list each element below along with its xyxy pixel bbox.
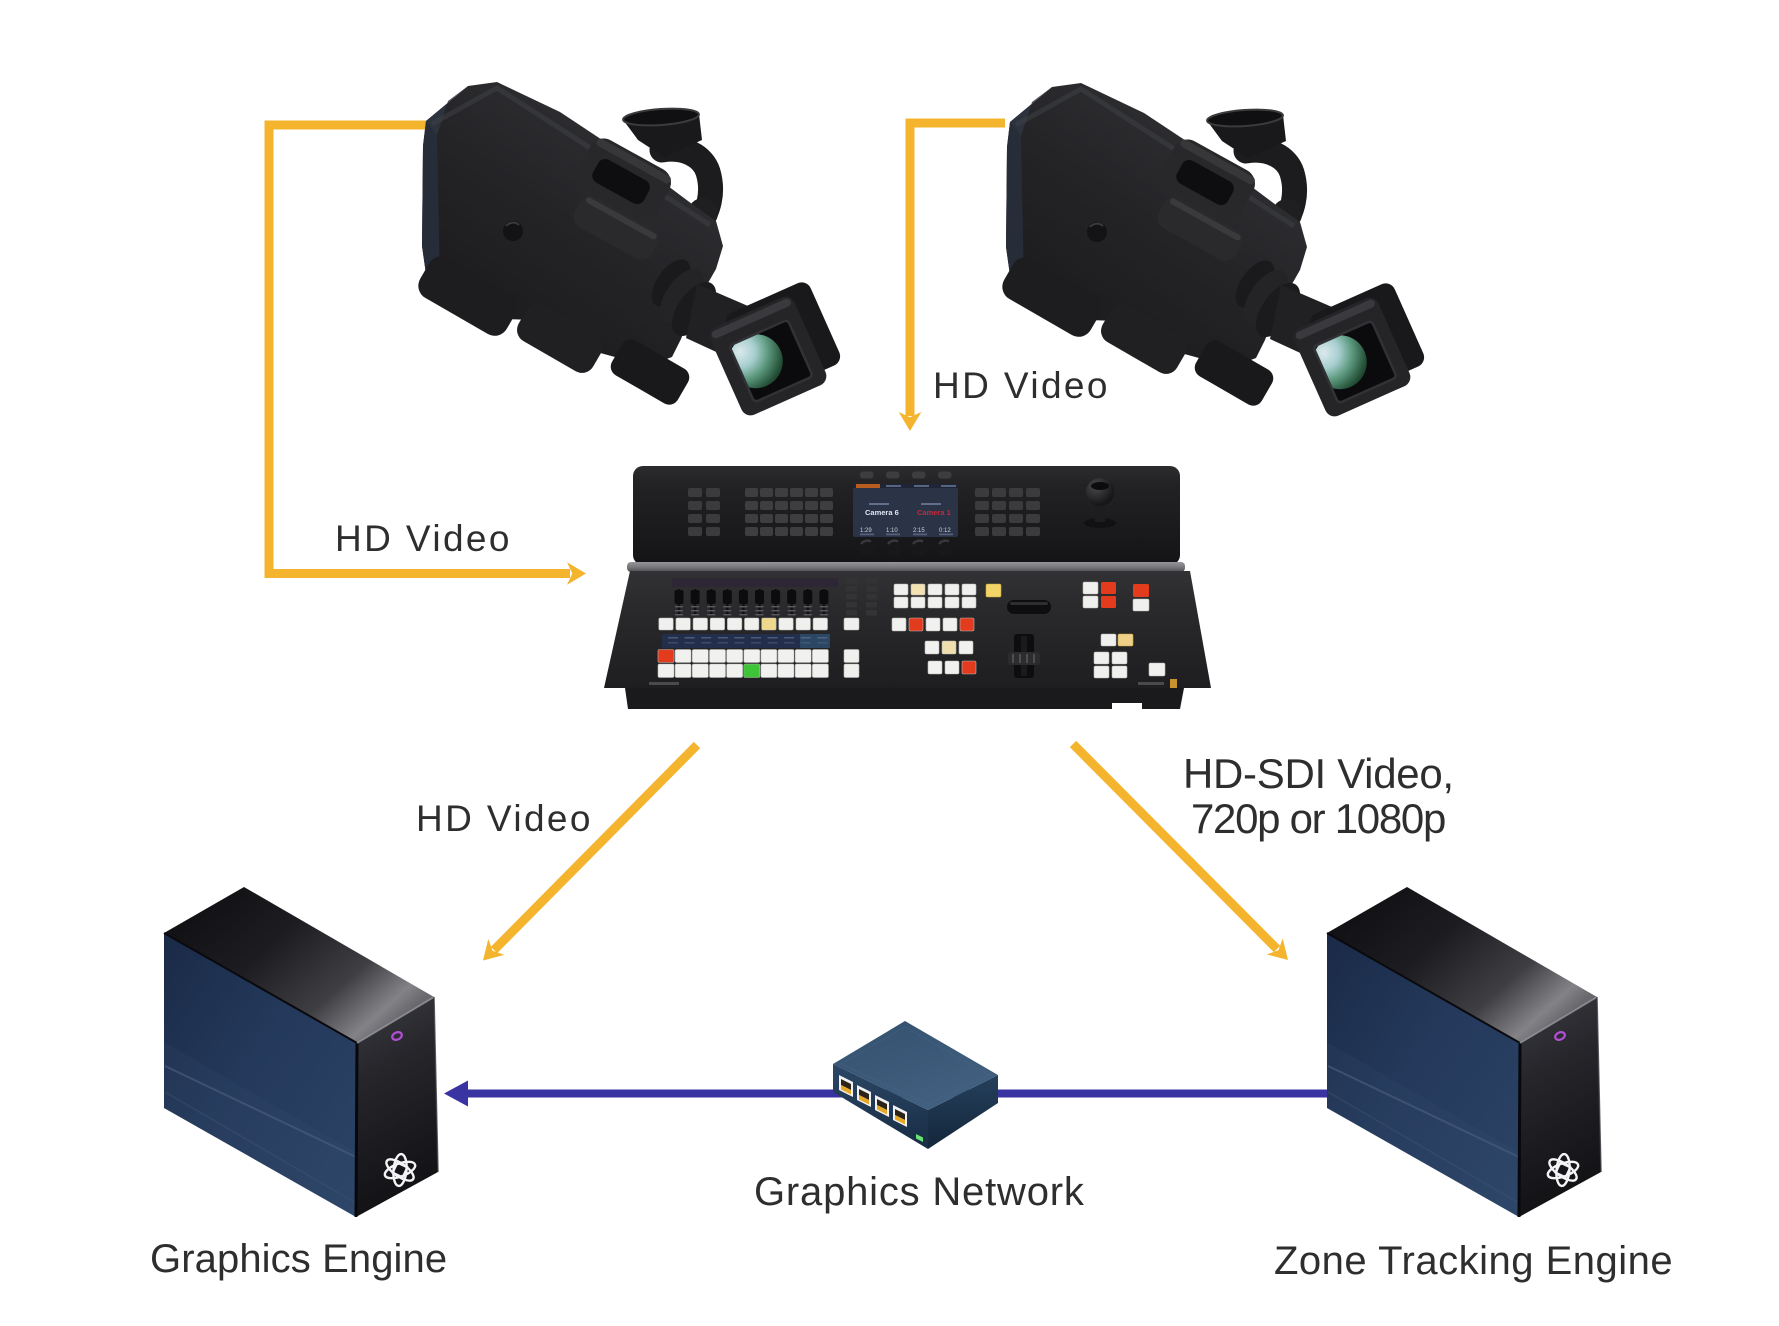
- svg-text:HD Video: HD Video: [335, 518, 512, 559]
- svg-text:HD Video: HD Video: [416, 798, 593, 839]
- svg-text:HD-SDI Video,: HD-SDI Video,: [1183, 750, 1454, 797]
- svg-text:720p or 1080p: 720p or 1080p: [1191, 795, 1445, 842]
- svg-text:Camera 6: Camera 6: [865, 508, 899, 517]
- svg-text:HD Video: HD Video: [933, 365, 1110, 406]
- svg-text:0:12: 0:12: [939, 528, 951, 534]
- svg-text:Graphics Network: Graphics Network: [754, 1170, 1085, 1214]
- svg-text:Camera 1: Camera 1: [917, 508, 951, 517]
- svg-text:2:15: 2:15: [913, 528, 925, 534]
- svg-text:1:10: 1:10: [886, 528, 898, 534]
- svg-text:Graphics Engine: Graphics Engine: [150, 1237, 447, 1281]
- svg-text:Zone Tracking Engine: Zone Tracking Engine: [1274, 1239, 1673, 1283]
- svg-text:1:29: 1:29: [860, 528, 872, 534]
